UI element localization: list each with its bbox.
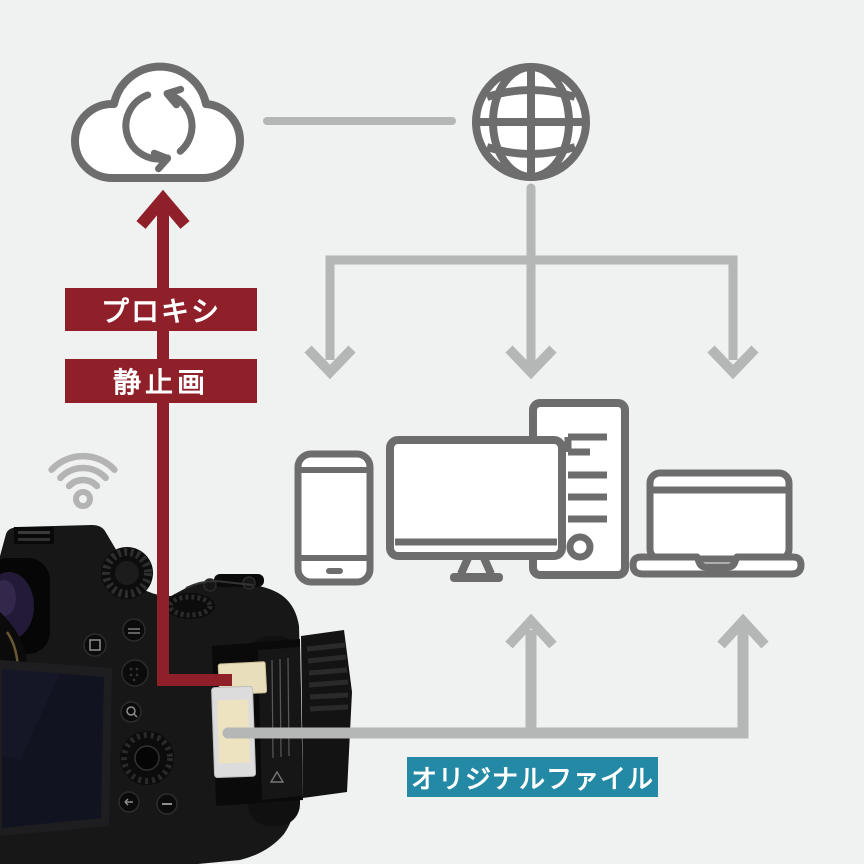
globe-icon	[472, 63, 590, 181]
af-on-button	[122, 618, 146, 642]
home-button-icon	[326, 568, 343, 574]
cloud-sync-icon	[70, 62, 245, 182]
wifi-icon	[48, 452, 118, 509]
connector-card-to-devices	[222, 613, 769, 739]
arrow-down-icon	[707, 345, 759, 380]
power-button-icon	[566, 533, 594, 561]
original-file-label: オリジナルファイル	[407, 757, 658, 797]
arrow-up-icon	[505, 613, 557, 649]
camera-photo	[0, 525, 352, 864]
still-image-label: 静止画	[65, 359, 257, 403]
proxy-label: プロキシ	[65, 288, 257, 331]
smartphone-icon	[294, 450, 374, 586]
arrow-up-red-icon	[136, 189, 190, 229]
joystick	[121, 659, 149, 687]
arrow-down-icon	[304, 345, 356, 380]
arrow-down-icon	[505, 345, 557, 380]
menu-set-button	[134, 745, 160, 771]
desktop-monitor-icon	[386, 436, 566, 582]
focus-area-button	[83, 633, 107, 657]
laptop-icon	[629, 469, 805, 578]
q-menu-button	[120, 701, 142, 723]
arrow-up-icon	[717, 613, 769, 649]
connector-internet-to-devices	[263, 117, 759, 380]
hot-shoe	[14, 527, 54, 544]
sync-arrows-icon	[122, 85, 196, 173]
